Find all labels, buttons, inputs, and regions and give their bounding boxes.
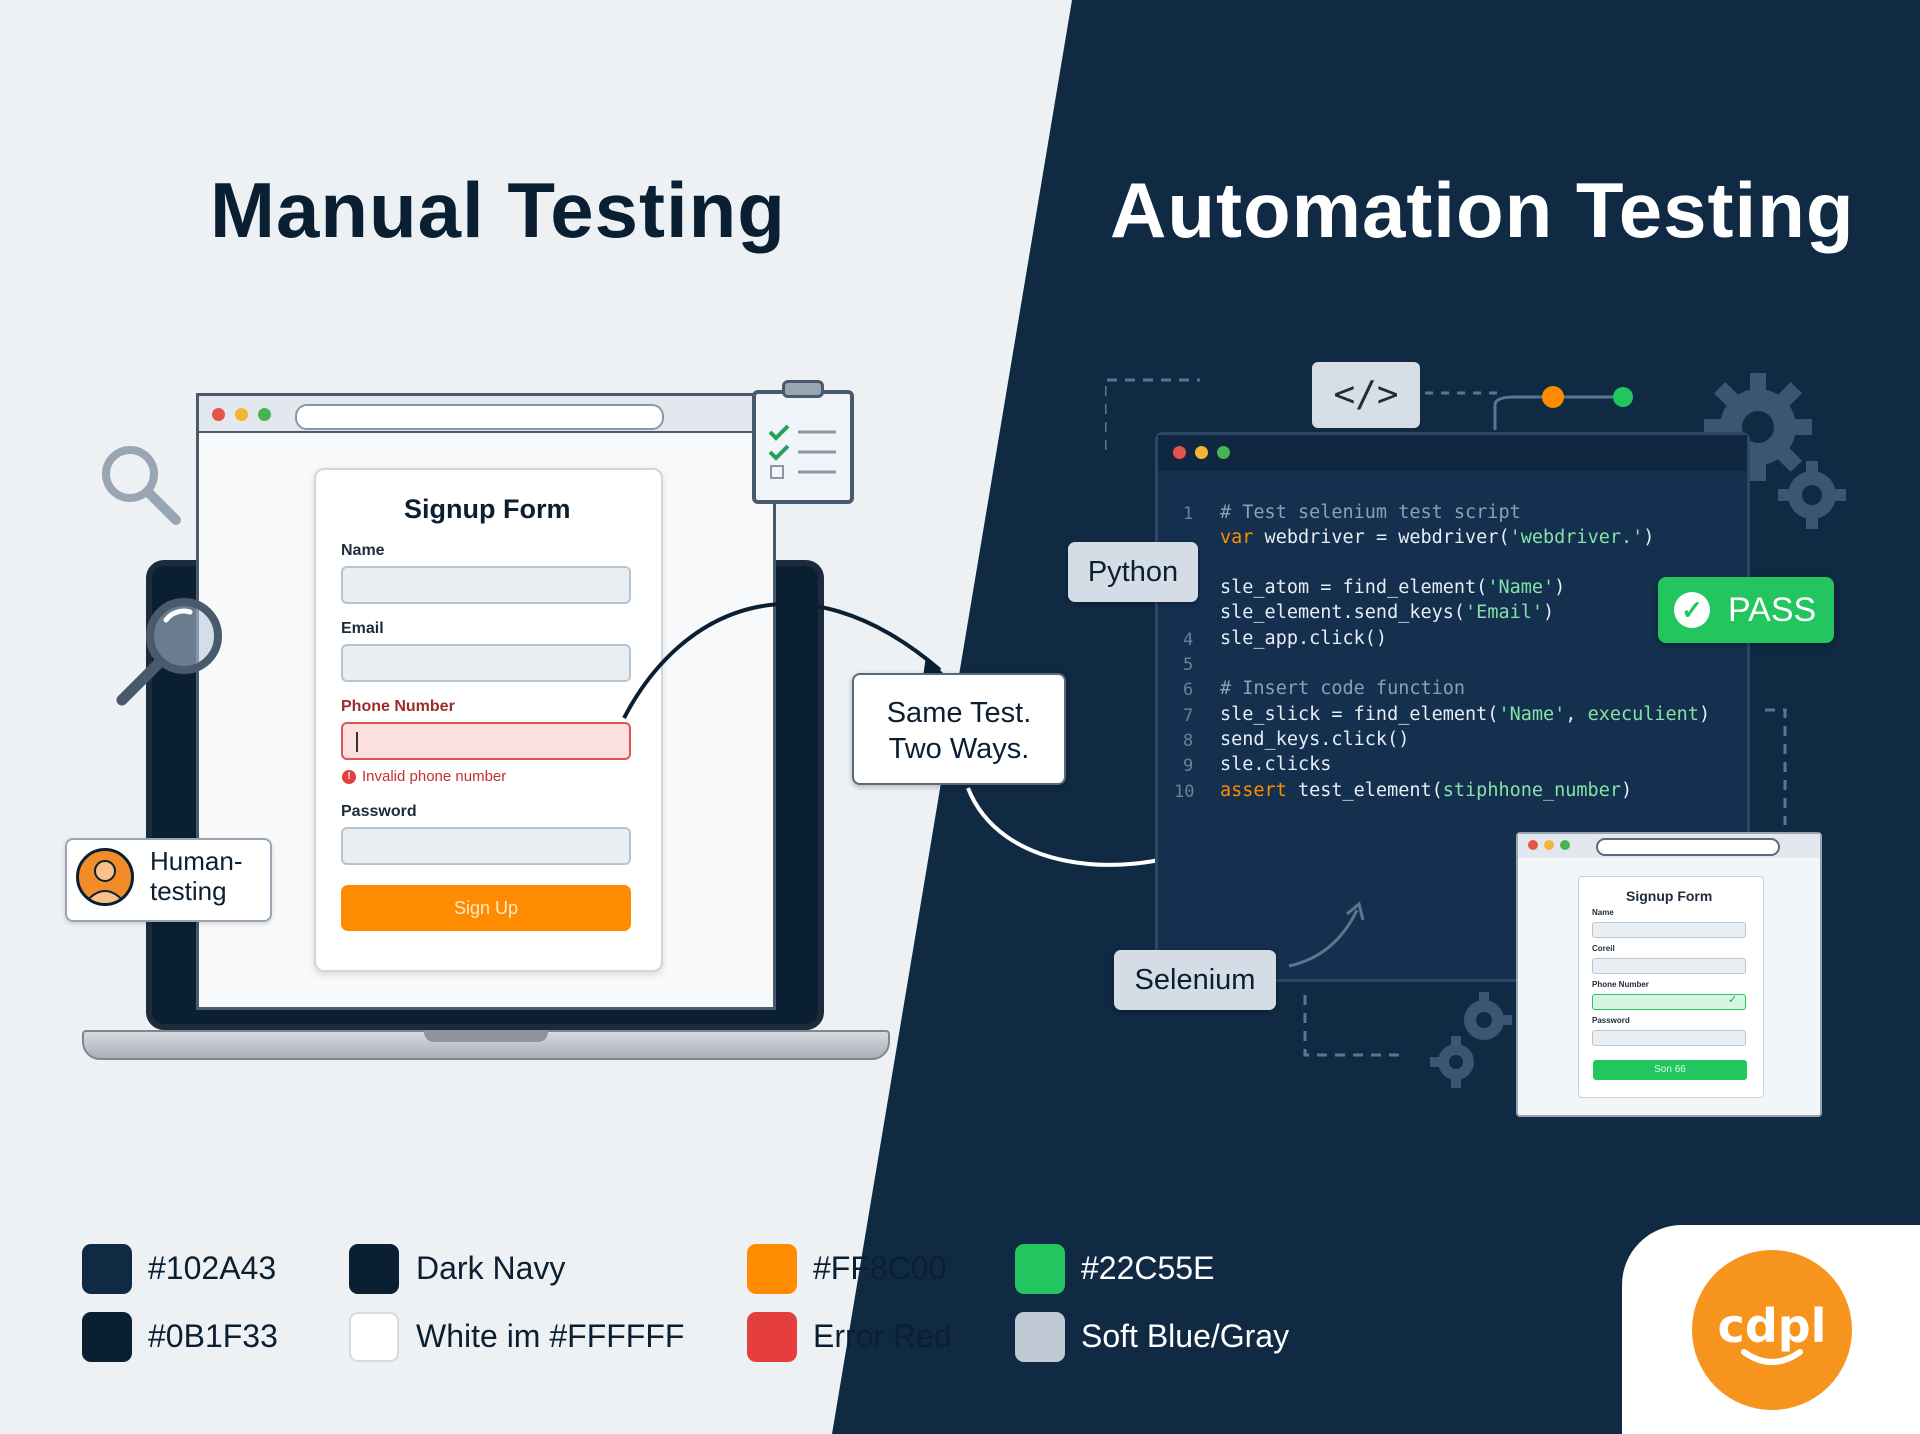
code-line: assert test_element(stiphhone_number) (1220, 780, 1633, 801)
clipboard-clip (782, 380, 824, 398)
editor-titlebar (1158, 435, 1747, 471)
phone-input[interactable] (341, 722, 631, 760)
palette-label: Error Red (813, 1318, 952, 1354)
human-testing-line1: Human- (150, 846, 243, 876)
python-label: Python (1068, 542, 1198, 602)
mini-name-label: Name (1592, 908, 1614, 917)
bubble-line2: Two Ways. (888, 733, 1030, 765)
code-line: send_keys.click() (1220, 729, 1410, 750)
manual-testing-title: Manual Testing (210, 166, 786, 254)
human-testing-line2: testing (150, 876, 227, 906)
logo-text: cdpl (1718, 1299, 1827, 1353)
editor-maximize-dot-icon[interactable] (1217, 446, 1230, 459)
text-caret (356, 732, 358, 752)
line-number: 6 (1183, 680, 1194, 700)
mini-name-input[interactable] (1592, 922, 1746, 938)
line-number: 5 (1183, 655, 1194, 675)
maximize-dot-icon[interactable] (258, 408, 271, 421)
automation-testing-title: Automation Testing (1110, 166, 1855, 254)
curved-arrow-icon (1288, 901, 1365, 968)
mini-phone-input[interactable] (1592, 994, 1746, 1010)
person-avatar-icon (76, 848, 134, 906)
line-number: 1 (1183, 504, 1194, 524)
minimize-dot-icon[interactable] (235, 408, 248, 421)
code-line: sle_atom = find_element('Name') (1220, 577, 1566, 598)
selenium-label: Selenium (1114, 950, 1276, 1010)
mini-phone-label: Phone Number (1592, 980, 1649, 989)
same-test-bubble: Same Test. Two Ways. (852, 673, 1066, 785)
human-testing-label: Human- testing (150, 846, 260, 906)
check-circle-icon: ✓ (1674, 592, 1710, 628)
palette-swatch (1015, 1312, 1065, 1362)
editor-close-dot-icon[interactable] (1173, 446, 1186, 459)
line-number: 4 (1183, 630, 1194, 650)
error-icon: ! (342, 770, 356, 784)
palette-label: Dark Navy (416, 1250, 566, 1286)
mini-minimize-dot-icon[interactable] (1544, 840, 1554, 850)
line-number: 10 (1174, 782, 1195, 802)
mini-url-bar[interactable] (1596, 838, 1780, 856)
palette-swatch (747, 1244, 797, 1294)
clipboard-icon (752, 390, 854, 504)
bubble-line1: Same Test. (886, 697, 1032, 729)
cdpl-logo: cdpl (1692, 1250, 1852, 1410)
code-line: sle_slick = find_element('Name', execuli… (1220, 704, 1711, 725)
connector-lines (1105, 378, 1787, 1057)
palette-swatch (82, 1244, 132, 1294)
mini-password-label: Password (1592, 1016, 1630, 1025)
code-line: sle_element.send_keys('Email') (1220, 602, 1555, 623)
palette-swatch (1015, 1244, 1065, 1294)
code-line: # Test selenium test script (1220, 502, 1521, 523)
palette-swatch (349, 1244, 399, 1294)
line-number: 7 (1183, 706, 1194, 726)
mini-email-input[interactable] (1592, 958, 1746, 974)
mini-signup-button[interactable]: Son 66 (1593, 1060, 1747, 1080)
name-label: Name (341, 542, 385, 559)
email-label: Email (341, 620, 384, 637)
mini-close-dot-icon[interactable] (1528, 840, 1538, 850)
search-icon (102, 446, 181, 525)
name-input[interactable] (341, 566, 631, 604)
palette-swatch (82, 1312, 132, 1362)
password-input[interactable] (341, 827, 631, 865)
code-line: # Insert code function (1220, 678, 1466, 699)
pass-label: PASS (1728, 591, 1817, 629)
gear-small-icon (1430, 992, 1512, 1088)
palette-label: #22C55E (1081, 1250, 1215, 1286)
email-input[interactable] (341, 644, 631, 682)
line-number: 9 (1183, 756, 1194, 776)
phone-label: Phone Number (341, 698, 455, 715)
close-dot-icon[interactable] (212, 408, 225, 421)
editor-minimize-dot-icon[interactable] (1195, 446, 1208, 459)
palette-label: #102A43 (148, 1250, 277, 1286)
palette-swatch (349, 1312, 399, 1362)
form-title: Signup Form (404, 494, 571, 524)
mini-email-label: Coreil (1592, 944, 1615, 953)
magnifier-icon (116, 598, 222, 706)
palette-label: Soft Blue/Gray (1081, 1318, 1290, 1354)
palette-swatch (747, 1312, 797, 1362)
line-number: 8 (1183, 731, 1194, 751)
mini-maximize-dot-icon[interactable] (1560, 840, 1570, 850)
error-message: Invalid phone number (362, 768, 507, 785)
palette-label: White im #FFFFFF (416, 1318, 685, 1354)
signup-button[interactable]: Sign Up (341, 885, 631, 931)
code-line: sle_app.click() (1220, 628, 1388, 649)
code-line: sle.clicks (1220, 754, 1332, 775)
password-label: Password (341, 803, 417, 820)
palette-label: #0B1F33 (148, 1318, 278, 1354)
palette-label: #FF8C00 (813, 1250, 947, 1286)
browser-url-bar[interactable] (295, 404, 664, 430)
mini-check-icon: ✓ (1728, 994, 1738, 1006)
mini-form-title: Signup Form (1626, 888, 1713, 904)
code-tag-icon: </> (1312, 362, 1420, 428)
laptop-notch (424, 1030, 548, 1042)
code-line: var webdriver = webdriver('webdriver.') (1220, 527, 1655, 548)
mini-password-input[interactable] (1592, 1030, 1746, 1046)
